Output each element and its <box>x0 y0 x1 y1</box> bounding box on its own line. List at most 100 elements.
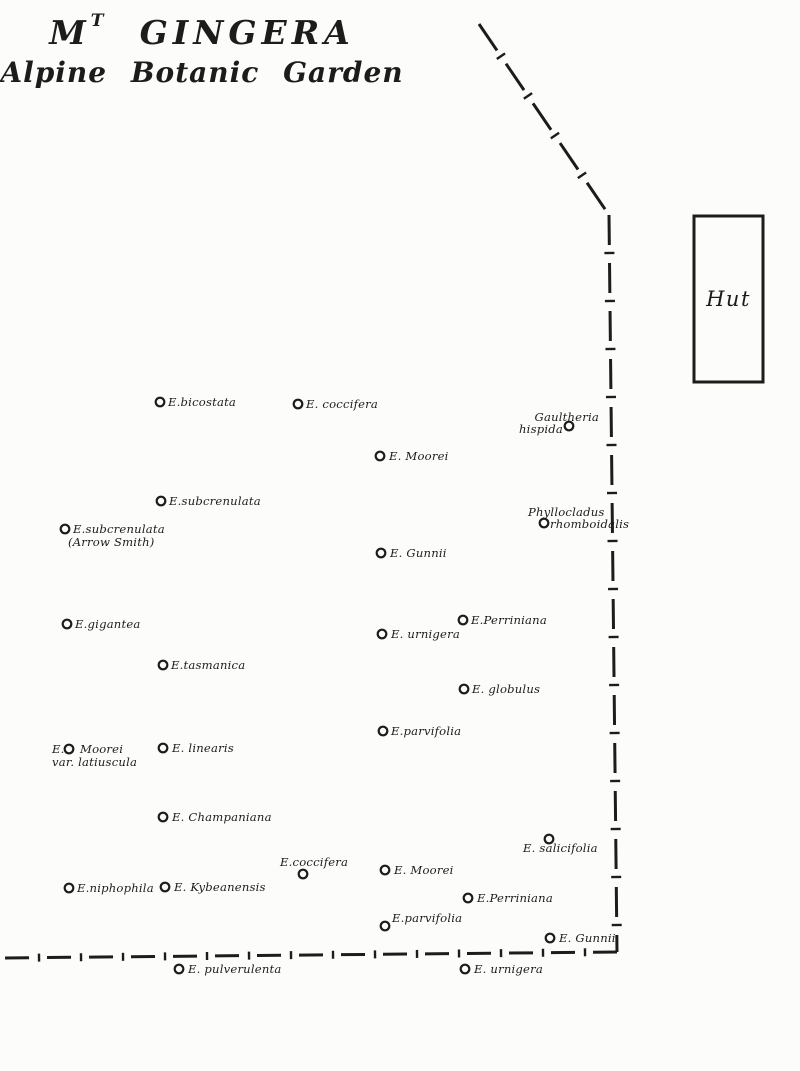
plant-circle <box>377 725 389 737</box>
plant-label: E. <box>51 742 65 756</box>
boundary-dash <box>577 171 587 180</box>
plant-marker-e-tasmanica: E.tasmanica <box>157 658 245 672</box>
plant-label: E. linearis <box>171 741 234 755</box>
plant-label: (Arrow Smith) <box>68 535 154 549</box>
plant-marker-e-urnigera-south: E. urnigera <box>459 962 543 976</box>
plant-circle <box>459 963 471 975</box>
plant-label: E.tasmanica <box>170 658 245 672</box>
boundary-dash <box>585 181 607 211</box>
plant-circle <box>462 892 474 904</box>
plant-marker-e-perriniana-mid: E.Perriniana <box>457 613 547 627</box>
boundary-dash <box>504 62 526 91</box>
plant-label: E. Kybeanensis <box>173 880 266 894</box>
plant-label: E.subcrenulata <box>168 494 261 508</box>
boundary-dash <box>477 23 499 52</box>
plant-marker-e-parvifolia-south: E.parvifolia <box>379 911 462 932</box>
plant-circle <box>154 396 166 408</box>
plant-label: E. salicifolia <box>522 841 598 855</box>
plant-label: E.coccifera <box>279 855 348 869</box>
plant-circle <box>458 683 470 695</box>
plant-circle <box>374 450 386 462</box>
plant-label: hispida <box>519 422 563 436</box>
garden-boundary <box>5 23 622 962</box>
boundary-northeast-diagonal <box>477 23 611 216</box>
plant-circle <box>376 628 388 640</box>
boundary-dash <box>558 142 580 171</box>
boundary-dash <box>550 131 560 140</box>
plant-marker-e-kybeanensis: E. Kybeanensis <box>159 880 266 894</box>
plant-label: E.niphophila <box>76 881 154 895</box>
plant-marker-e-pulverulenta: E. pulverulenta <box>173 962 281 976</box>
plant-circle <box>61 618 73 630</box>
plant-marker-e-moorei-north: E. Moorei <box>374 449 448 463</box>
plant-label: E. urnigera <box>473 962 543 976</box>
plant-label: E.gigantea <box>74 617 141 631</box>
plant-circle <box>63 882 75 894</box>
plant-circle <box>157 742 169 754</box>
hut-outline <box>692 214 765 384</box>
plant-circle <box>157 659 169 671</box>
plant-circle <box>379 864 391 876</box>
plant-markers: E.bicostata E. cocciferaGaultheriahispida… <box>51 395 629 976</box>
hut: Hut <box>692 214 765 384</box>
plant-circle <box>543 833 555 845</box>
plant-circle <box>297 868 309 880</box>
plant-circle <box>157 811 169 823</box>
plant-circle <box>563 420 575 432</box>
mount-abbr: MT <box>49 11 104 52</box>
plant-circle <box>544 932 556 944</box>
plant-marker-e-subcrenulata: E.subcrenulata <box>155 494 261 508</box>
plant-label: E. Moorei <box>393 863 454 877</box>
plant-circle <box>375 547 387 559</box>
plant-label: E. Gunnii <box>389 546 447 560</box>
plant-circle <box>159 881 171 893</box>
plant-label: E.parvifolia <box>390 724 461 738</box>
mount-superscript: T <box>90 11 104 31</box>
plant-marker-e-globulus: E. globulus <box>458 682 540 696</box>
plant-label: E.subcrenulata <box>72 522 165 536</box>
plant-label: E. globulus <box>471 682 540 696</box>
plant-label: E.Perriniana <box>476 891 553 905</box>
plant-marker-e-gigantea: E.gigantea <box>61 617 141 631</box>
plant-circle <box>379 920 391 932</box>
plant-circle <box>155 495 167 507</box>
hut-label: Hut <box>705 287 751 311</box>
plant-circle <box>63 743 75 755</box>
plant-marker-e-champaniana: E. Champaniana <box>157 810 271 824</box>
plant-marker-e-bicostata: E.bicostata <box>154 395 236 409</box>
plant-label: E.bicostata <box>167 395 236 409</box>
plant-marker-e-coccifera-north: E. coccifera <box>292 397 378 411</box>
mount-name: GINGERA <box>139 13 355 52</box>
boundary-south-line <box>5 948 618 962</box>
map-title-line1: MT GINGERA <box>0 12 404 51</box>
map-title-line2: Alpine Botanic Garden <box>0 55 404 89</box>
plant-marker-e-subcrenulata-arrow-smith: E.subcrenulata(Arrow Smith) <box>59 522 165 549</box>
plant-circle <box>457 614 469 626</box>
plant-circle <box>292 398 304 410</box>
boundary-dash <box>523 92 533 100</box>
plant-marker-e-linearis: E. linearis <box>157 741 234 755</box>
plant-marker-e-moorei-south: E. Moorei <box>379 863 454 877</box>
plant-label: Phyllocladus <box>527 505 605 519</box>
boundary-dash <box>531 102 553 131</box>
plant-label: Gaultheria <box>535 410 600 424</box>
plant-label: E.Perriniana <box>470 613 547 627</box>
plant-circle <box>538 517 550 529</box>
plant-marker-e-coccifera-south: E.coccifera <box>279 855 348 880</box>
plant-marker-e-gunnii-south: E. Gunnii <box>544 931 616 945</box>
plant-label: Moorei <box>79 742 123 756</box>
plant-marker-e-gunnii-mid: E. Gunnii <box>375 546 447 560</box>
plant-label: var. latiuscula <box>52 755 137 769</box>
plant-marker-e-parvifolia-mid: E.parvifolia <box>377 724 461 738</box>
plant-marker-e-niphophila: E.niphophila <box>63 881 154 895</box>
boundary-dash <box>496 52 506 61</box>
plant-marker-e-urnigera-mid: E. urnigera <box>376 627 460 641</box>
plant-circle <box>59 523 71 535</box>
plant-label: rhomboidalis <box>550 517 629 531</box>
plant-label: E. urnigera <box>390 627 460 641</box>
boundary-east-line <box>604 214 622 953</box>
